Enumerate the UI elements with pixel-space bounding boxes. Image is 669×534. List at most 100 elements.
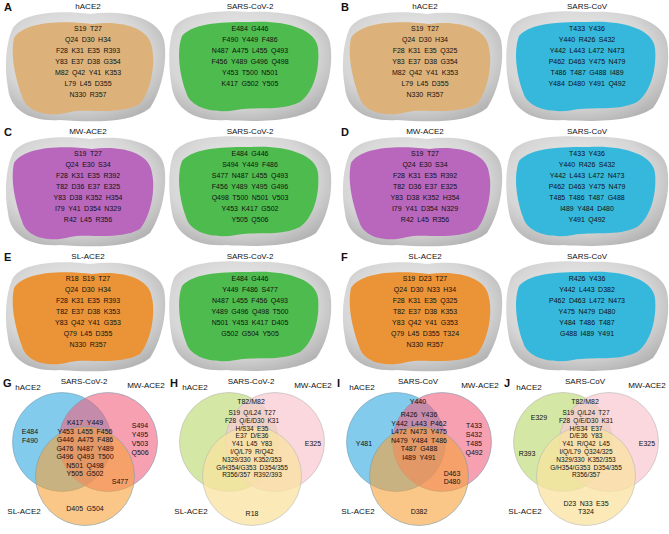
panel-title: SARS-CoV-2 [227, 253, 274, 261]
residue-label: D354 [84, 205, 101, 212]
residue-label: L45 [417, 80, 429, 87]
residue-label: E484 [232, 25, 248, 32]
residue-label: Q24 [394, 286, 407, 293]
residue-label: L472 [589, 47, 605, 54]
residue-label: S19 [229, 410, 241, 417]
residue-label: H34 [443, 286, 456, 293]
residue-label: N329/330 [556, 457, 584, 464]
residue-label: E37 [425, 183, 437, 190]
residue-label: T27 [90, 25, 102, 32]
residue-label: L443 [569, 172, 585, 179]
residue-label: G353 [104, 319, 121, 326]
residue-label: Y505 [67, 470, 83, 477]
residue-label: T487 [588, 194, 604, 201]
residue-label: E484 [232, 150, 248, 157]
residue-label: G502 [261, 205, 278, 212]
residue-label: I79 [392, 205, 402, 212]
residue-label: H34 [435, 36, 448, 43]
residue-label: Y489 [211, 308, 227, 315]
circle-title: MW-ACE2 [628, 382, 666, 390]
residue-label: D38 [87, 58, 100, 65]
residue-label: T27 [90, 150, 102, 157]
residue-label: F28 [56, 172, 68, 179]
residue-label: F456 [212, 183, 228, 190]
residue-label: A475 [77, 436, 93, 443]
residue-label: R426 [579, 36, 596, 43]
residue-label: D405 [66, 505, 83, 512]
residue-label: N330 [407, 91, 424, 98]
residue-label: T500 [232, 194, 248, 201]
residue-label: E37 [71, 58, 83, 65]
residue-label: F486 [262, 161, 278, 168]
residue-label: G446 [251, 25, 268, 32]
circle-title: SL-ACE2 [508, 508, 541, 516]
residue-label: E35 [87, 172, 99, 179]
residue-label: Q24 [65, 286, 78, 293]
residue-label: R392/393 [254, 472, 282, 479]
residue-label: D382 [598, 286, 615, 293]
residue-label: Y442 [391, 420, 407, 427]
residue-label: L45 [80, 80, 92, 87]
residue-label: T486 [569, 194, 585, 201]
residue-label: S19 [74, 25, 86, 32]
residue-label: G/H354/G353 [216, 465, 256, 472]
residue-label: L45 [80, 216, 92, 223]
residue-label: N330 [407, 341, 424, 348]
panel-title: MW-ACE2 [69, 128, 107, 136]
residue-label: N487 [232, 172, 249, 179]
residue-label: S19 [563, 410, 575, 417]
residue-label: T82 [56, 308, 68, 315]
residue-label: S34 [435, 161, 447, 168]
residue-label: N487 [212, 47, 229, 54]
residue-label: P462 [549, 58, 565, 65]
residue-label: T27 [427, 25, 439, 32]
residue-label: I/Q/L79 [230, 449, 251, 456]
residue-label: D480 [444, 478, 461, 485]
residue-label: S34 [98, 161, 110, 168]
residue-label: Y83 [391, 194, 403, 201]
residue-label: S19 [411, 25, 423, 32]
residue-label: E35 [424, 297, 436, 304]
residue-label: R/Q42 [255, 449, 274, 456]
residue-label: F456 [211, 58, 227, 65]
residue-label: Y442 [550, 172, 566, 179]
residue-label: N33 [580, 500, 593, 507]
residue-label: L472 [391, 428, 407, 435]
residue-label: T500 [273, 308, 289, 315]
panel-title: SARS-CoV [567, 128, 607, 136]
residue-label: P462 [430, 420, 446, 427]
residue-label: G502 [241, 80, 258, 87]
residue-label: N473 [608, 172, 625, 179]
residue-label: G476 [56, 445, 73, 452]
residue-label: R357 [427, 91, 444, 98]
residue-label: Y449 [242, 161, 258, 168]
residue-label: D463 [569, 183, 586, 190]
residue-label: Y489 [97, 445, 113, 452]
residue-label: S432 [466, 431, 482, 438]
residue-label: G488 [420, 445, 437, 452]
residue-label: K31 [408, 172, 420, 179]
residue-label: Q24 [65, 36, 78, 43]
residue-label: P462 [549, 183, 565, 190]
residue-label: F456 [96, 428, 112, 435]
panel-letter: B [341, 2, 349, 13]
residue-label: N330 [70, 341, 87, 348]
residue-label: E325 [104, 183, 120, 190]
residue-label: Y83 [54, 194, 66, 201]
residue-label: R356 [95, 216, 112, 223]
residue-label: V503 [272, 194, 288, 201]
residue-label: Y41 [68, 205, 80, 212]
residue-label: N501 [66, 462, 83, 469]
residue-label: K31 [71, 297, 83, 304]
residue-label: Y484 [559, 319, 575, 326]
residue-label: Y449 [87, 419, 103, 426]
venn-heading: SARS-CoV-2 [61, 378, 108, 386]
panel-letter: G [3, 378, 12, 389]
residue-label: S19 [74, 150, 86, 157]
residue-label: Y449 [242, 36, 258, 43]
residue-label: L455 [77, 428, 93, 435]
panel-letter: A [4, 2, 12, 13]
residue-label: Y41 [89, 69, 101, 76]
residue-label: R356 [432, 216, 449, 223]
residue-label: D30 [82, 286, 95, 293]
